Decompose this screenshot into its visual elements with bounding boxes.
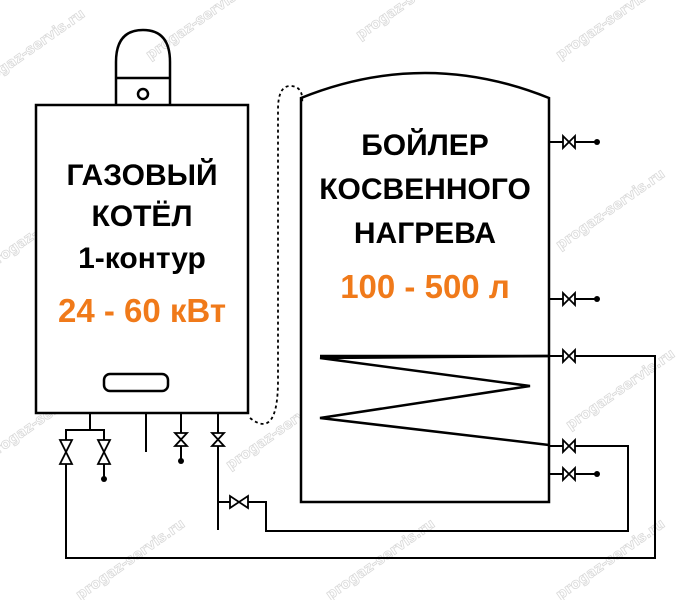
tank-title-line1: БОЙЛЕР [361,128,489,162]
valve-icon [58,439,74,465]
pipe-end-dot [594,296,600,302]
piping [65,141,656,559]
tank-title-line3: НАГРЕВА [354,217,496,250]
valve-icon [562,290,576,308]
pipe-end-dot [101,476,107,482]
boiler-title-line1: ГАЗОВЫЙ [66,158,217,192]
boiler-body [34,103,250,415]
watermark-text: progaz-servis.ru [143,0,258,63]
pipe-end-caps [101,139,600,482]
pipe-end-dot [594,471,600,477]
watermark-text: progaz-servis.ru [553,0,668,63]
boiler-expansion-tank [114,28,172,105]
gas-boiler [34,28,250,415]
sensor-cable [249,85,304,425]
watermark-text: progaz-servis.ru [0,6,88,93]
boiler-title-line2: КОТЁЛ [91,200,192,233]
watermark-text: progaz-servis.ru [563,346,678,433]
boiler-display-panel [102,372,170,393]
tank-title-line2: КОСВЕННОГО [319,173,531,206]
tank-labels: БОЙЛЕР КОСВЕННОГО НАГРЕВА 100 - 500 л [319,128,531,305]
valve-icon [209,432,227,447]
valve-icon [562,465,576,483]
watermark-text: progaz-servis.ru [353,0,468,43]
valve-icon [96,439,112,465]
tank-heating-coil-zigzag [319,354,550,447]
pipe-return-loop [65,355,656,559]
boiler-pressure-gauge [136,87,150,101]
tank-body [299,71,551,504]
pipe-end-dot [178,458,184,464]
boiler-type-label: 1-контур [78,242,206,275]
boiler-labels: ГАЗОВЫЙ КОТЁЛ 1-контур 24 - 60 кВт [58,158,226,329]
valve-icon [229,494,249,510]
watermark-text: progaz-servis.ru [553,166,668,253]
tank-volume-label: 100 - 500 л [340,268,510,305]
valve-icon [562,437,576,455]
valve-icon [562,133,576,151]
valve-icon [172,432,190,447]
pipe-supply-loop-b [248,445,629,532]
valves [58,133,576,510]
pipe-end-dot [594,139,600,145]
indirect-heating-tank [299,71,551,504]
valve-icon [562,347,576,365]
boiler-power-label: 24 - 60 кВт [58,292,226,329]
